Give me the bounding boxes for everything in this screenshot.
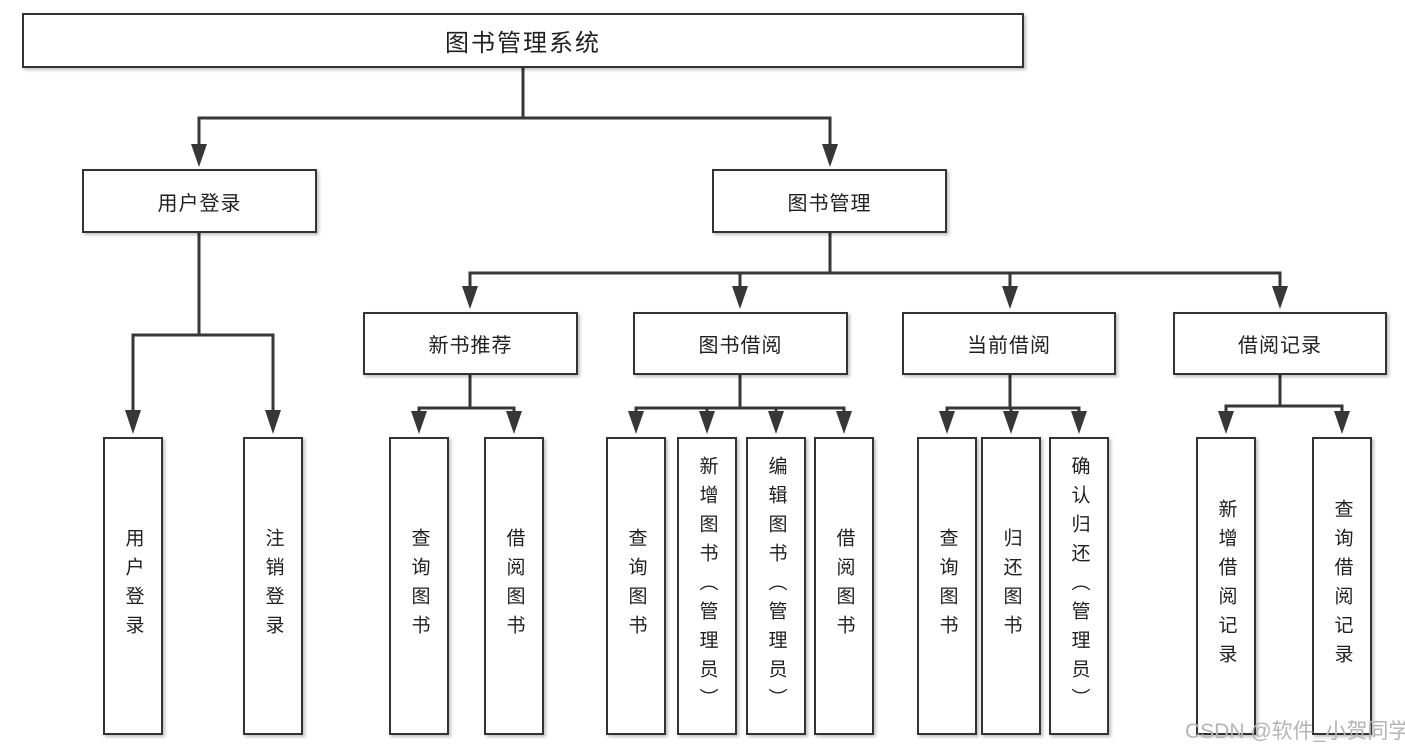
node-book-management: 图书管理: [712, 169, 947, 233]
node-borrowing-records: 借阅记录: [1173, 312, 1387, 375]
node-book-management-label: 图书管理: [787, 192, 872, 215]
leaf-logout: 注销登录: [243, 437, 303, 735]
leaf-query-borrow-record: 查询借阅记录: [1312, 437, 1372, 735]
leaf-query-books-1-label: 查询图书: [408, 528, 430, 644]
node-user-login: 用户登录: [82, 169, 317, 233]
node-new-book-recommendation: 新书推荐: [363, 312, 578, 375]
node-book-borrowing-label: 图书借阅: [698, 335, 783, 357]
leaf-edit-books-admin-label: 编辑图书（管理员）: [765, 455, 787, 717]
leaf-add-books-admin-label: 新增图书（管理员）: [696, 455, 718, 717]
leaf-logout-label: 注销登录: [262, 528, 284, 644]
node-library-system-label: 图书管理系统: [445, 30, 601, 57]
leaf-confirm-return-admin-label: 确认归还（管理员）: [1068, 455, 1090, 717]
leaf-borrow-books-2: 借阅图书: [814, 437, 874, 735]
leaf-query-books-3: 查询图书: [917, 437, 977, 735]
leaf-borrow-books-1: 借阅图书: [484, 437, 544, 735]
leaf-edit-books-admin: 编辑图书（管理员）: [746, 437, 806, 735]
leaf-return-books: 归还图书: [981, 437, 1041, 735]
watermark-text: CSDN @软件_小贺同学: [1185, 720, 1405, 743]
leaf-borrow-books-1-label: 借阅图书: [503, 528, 525, 644]
leaf-query-borrow-record-label: 查询借阅记录: [1331, 499, 1353, 673]
leaf-confirm-return-admin: 确认归还（管理员）: [1049, 437, 1109, 735]
node-current-borrowing-label: 当前借阅: [967, 335, 1051, 357]
leaf-user-login: 用户登录: [103, 437, 163, 735]
leaf-user-login-label: 用户登录: [122, 528, 144, 644]
leaf-borrow-books-2-label: 借阅图书: [833, 528, 855, 644]
leaf-add-borrow-record: 新增借阅记录: [1196, 437, 1256, 735]
node-library-system: 图书管理系统: [22, 13, 1024, 68]
leaf-query-books-3-label: 查询图书: [936, 528, 958, 644]
node-new-book-recommendation-label: 新书推荐: [428, 335, 513, 357]
leaf-add-books-admin: 新增图书（管理员）: [677, 437, 737, 735]
leaf-add-borrow-record-label: 新增借阅记录: [1215, 499, 1237, 673]
node-user-login-label: 用户登录: [157, 192, 242, 215]
node-borrowing-records-label: 借阅记录: [1238, 335, 1322, 357]
node-book-borrowing: 图书借阅: [633, 312, 848, 375]
leaf-query-books-1: 查询图书: [389, 437, 449, 735]
node-current-borrowing: 当前借阅: [902, 312, 1116, 375]
leaf-return-books-label: 归还图书: [1000, 528, 1022, 644]
leaf-query-books-2-label: 查询图书: [625, 528, 647, 644]
leaf-query-books-2: 查询图书: [606, 437, 666, 735]
